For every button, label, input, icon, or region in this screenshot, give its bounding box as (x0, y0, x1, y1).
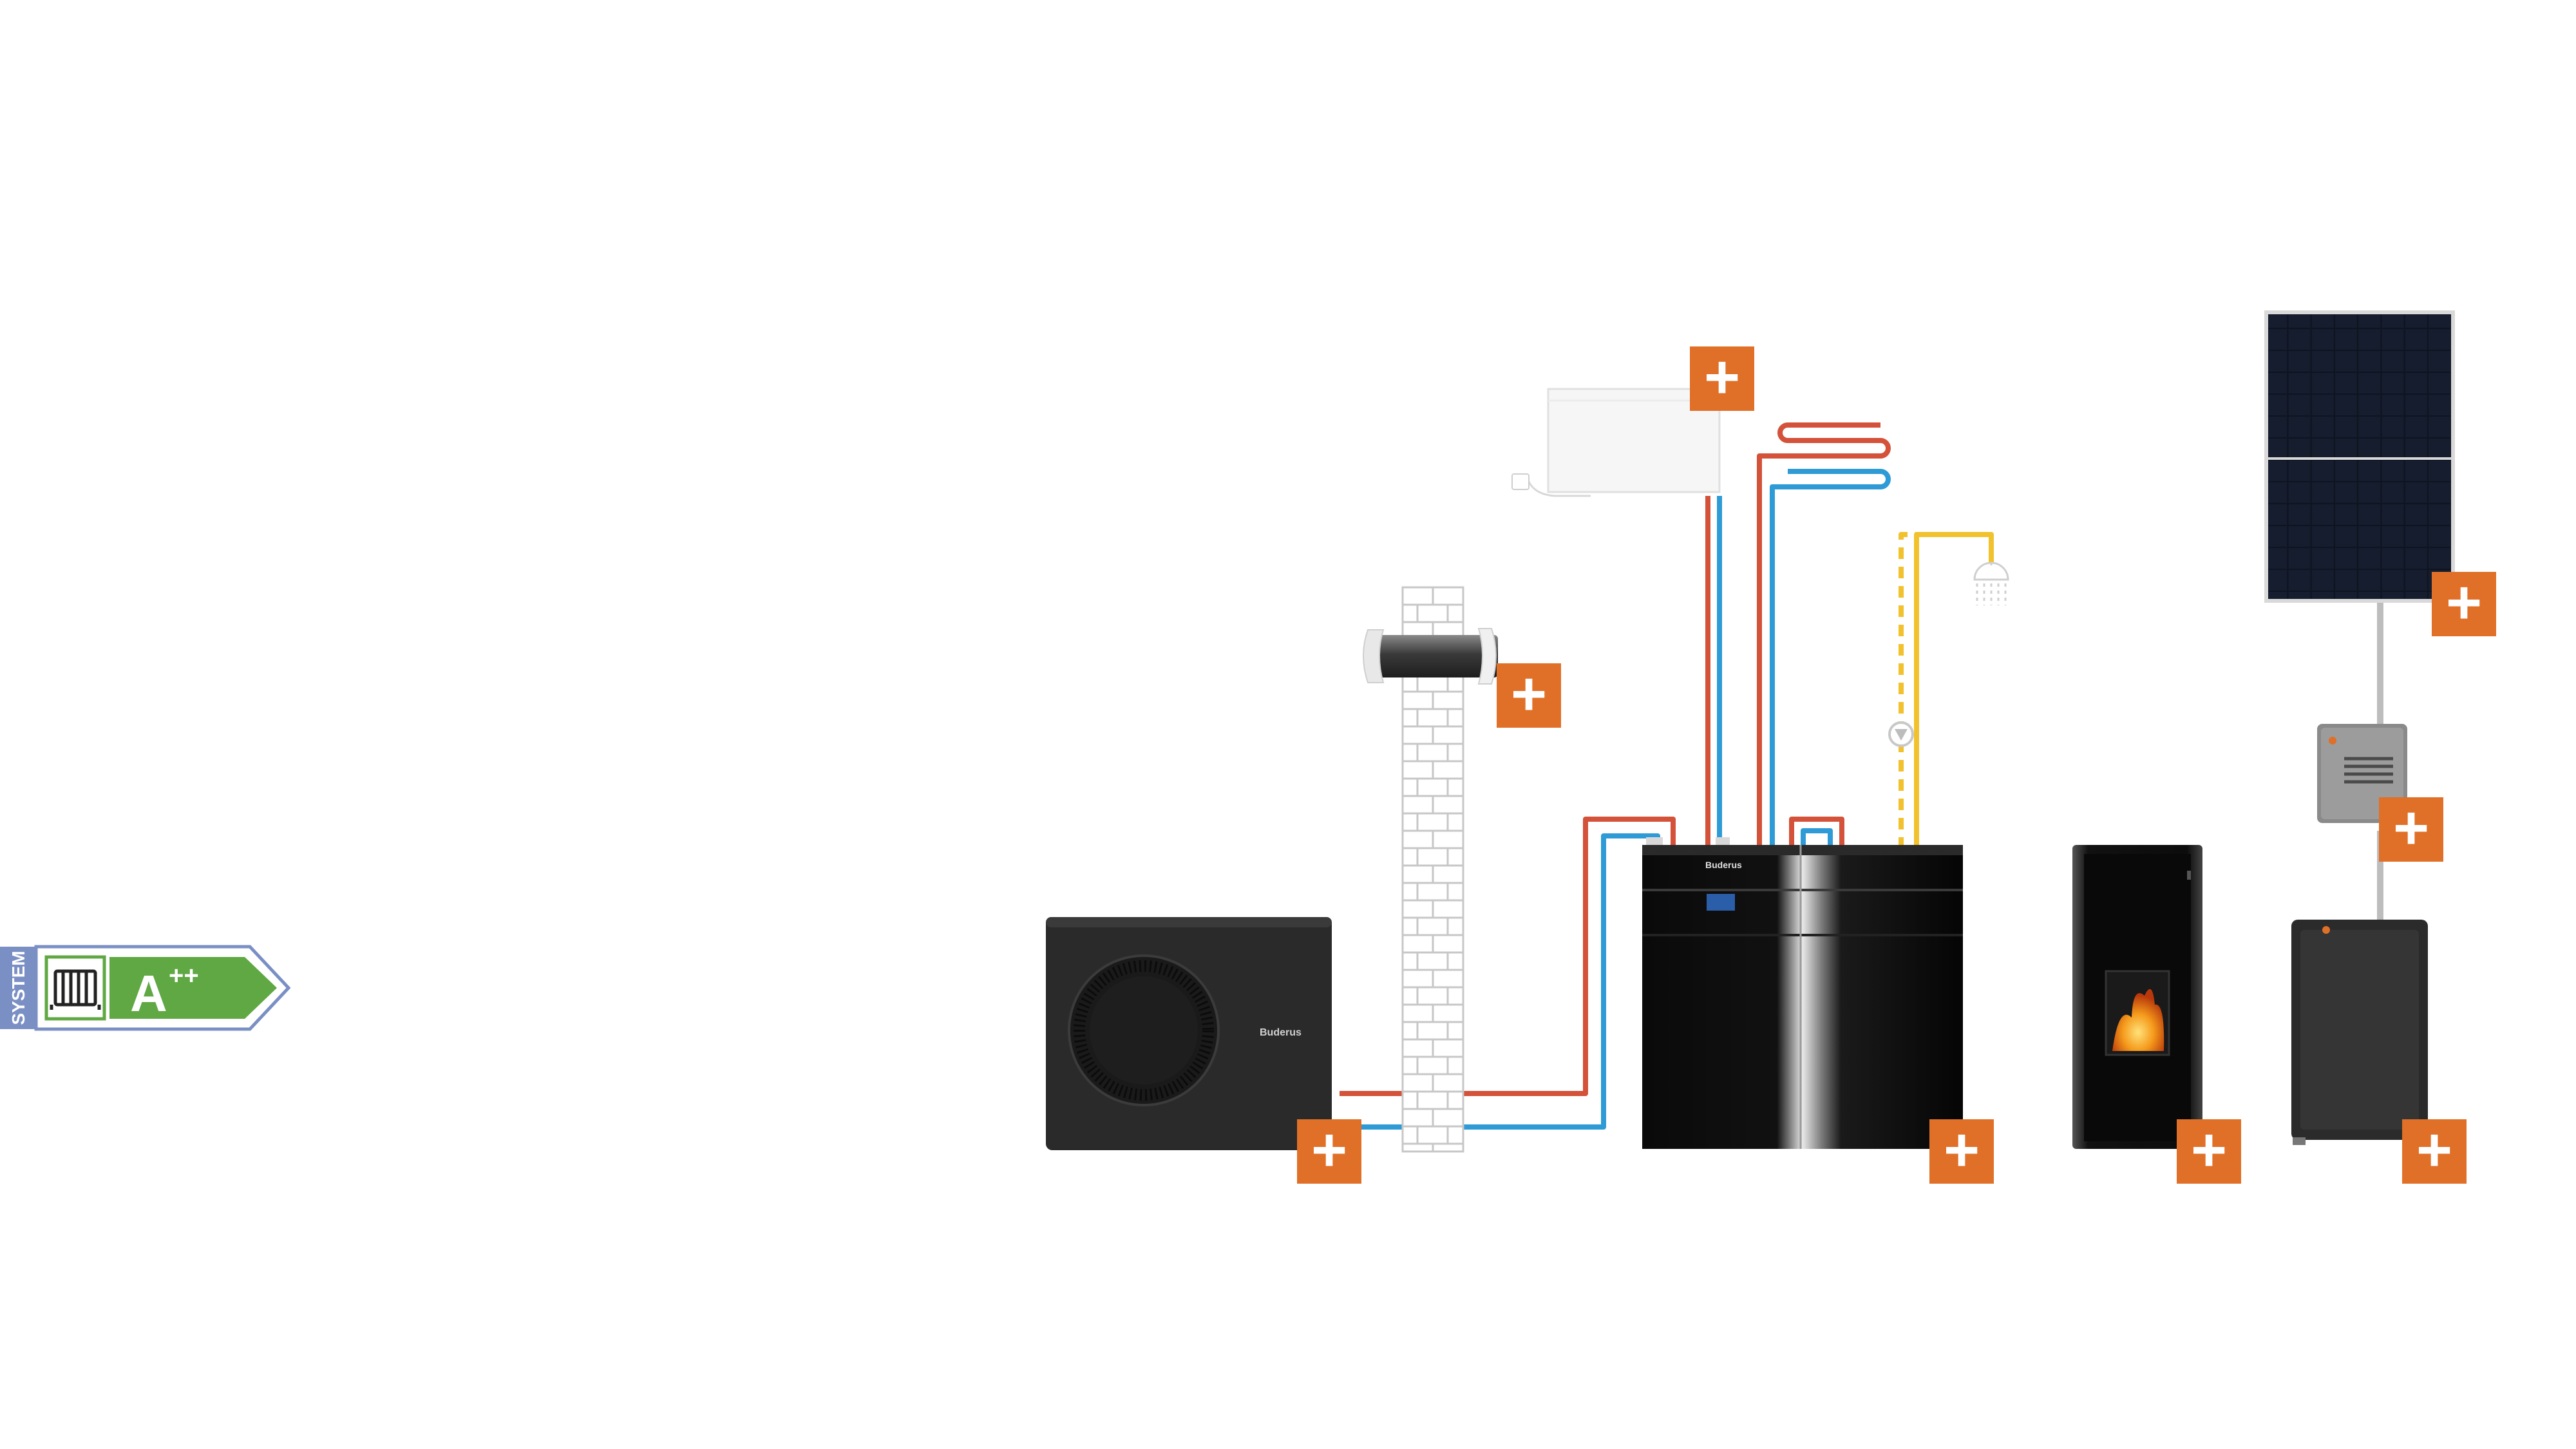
plus-icon: + (2191, 1115, 2227, 1184)
outdoor-heat-pump-plus-button[interactable]: + (1297, 1115, 1361, 1184)
heat-pump-logo: Buderus (1260, 1027, 1302, 1038)
ventilation-unit-plus-button[interactable]: + (1497, 659, 1561, 728)
rating-letter: A (130, 965, 167, 1022)
shower-head-icon (1973, 562, 2009, 605)
pipes (1340, 422, 2383, 1130)
plus-button-background (2402, 1119, 2467, 1184)
radiator-plus-button[interactable]: + (1690, 343, 1754, 412)
hot-water-pipe (1914, 532, 1994, 849)
hot-pipe-floor (1757, 422, 1891, 849)
system-label: SYSTEM (8, 951, 28, 1025)
radiator-icon (50, 969, 101, 1010)
plus-button-background (2177, 1119, 2241, 1184)
plus-button-background (1297, 1119, 1361, 1184)
plus-button-background (2379, 797, 2443, 862)
heat-pump-outdoor-unit: Buderus (1046, 917, 1332, 1150)
plus-button-background (2432, 572, 2496, 636)
energy-label: SYSTEM A ++ (0, 945, 291, 1031)
battery-storage-plus-button[interactable]: + (2402, 1115, 2467, 1184)
wall-ventilation-icon (1363, 628, 1498, 685)
indoor-unit-plus-button[interactable]: + (1929, 1115, 1994, 1184)
pv-solar-panel-icon (2264, 310, 2455, 603)
solar-panel-plus-button[interactable]: + (2432, 568, 2496, 637)
cold-pipe-loop (1801, 828, 1833, 849)
panel-radiator-icon (1511, 388, 1721, 497)
plus-icon: + (1511, 659, 1547, 728)
plus-button-background (1690, 346, 1754, 411)
rating-suffix: ++ (169, 961, 199, 990)
pellet-stove-plus-button[interactable]: + (2177, 1115, 2241, 1184)
plus-button-background (1929, 1119, 1994, 1184)
inverter-plus-button[interactable]: + (2379, 793, 2443, 862)
thermostat-icon (1511, 473, 1530, 490)
control-display-icon (1707, 894, 1735, 911)
plus-icon: + (1944, 1115, 1980, 1184)
plus-button-background (1497, 663, 1561, 728)
indoor-unit-logo: Buderus (1705, 860, 1742, 870)
plus-icon: + (1704, 343, 1740, 412)
hot-pipe-outdoor (1340, 817, 1676, 1096)
battery-storage-icon (2291, 920, 2428, 1145)
plus-icon: + (2416, 1115, 2452, 1184)
cold-pipe-outdoor (1340, 833, 1660, 1130)
hot-pipe-loop (1789, 817, 1844, 849)
rating-arrow (109, 957, 277, 1019)
brick-pattern (1403, 587, 1463, 1151)
heat-pump-indoor-unit: Buderus (1642, 837, 1963, 1149)
stove-flame-icon (2072, 845, 2202, 1149)
cold-pipe-floor (1770, 469, 1891, 849)
circulation-pump-icon (1888, 721, 1914, 747)
plus-icon: + (2393, 793, 2429, 862)
plus-icon: + (2446, 568, 2482, 637)
system-strip (0, 947, 36, 1029)
plus-icon: + (1311, 1115, 1347, 1184)
